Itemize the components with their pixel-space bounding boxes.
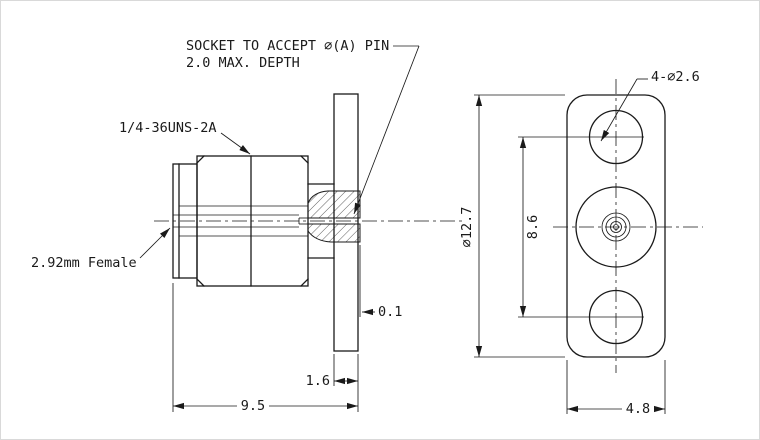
thread-spec-leader bbox=[220, 132, 251, 155]
dim-flange-thickness: 1.6 bbox=[306, 354, 358, 389]
dim-hole-spacing: 8.6 bbox=[518, 136, 644, 318]
mounting-holes-text: 4-∅2.6 bbox=[651, 69, 700, 85]
interface-rings bbox=[575, 186, 657, 268]
front-view bbox=[553, 79, 703, 373]
mounting-holes-leader bbox=[600, 78, 638, 142]
dim-overall-length-text: 9.5 bbox=[241, 398, 265, 414]
dim-flange-height: ∅12.7 bbox=[459, 94, 565, 358]
thread-spec-text: 1/4-36UNS-2A bbox=[119, 120, 217, 136]
socket-note-line1: SOCKET TO ACCEPT ∅(A) PIN bbox=[186, 38, 389, 54]
socket-note-line2: 2.0 MAX. DEPTH bbox=[186, 55, 300, 71]
dim-boss-offset-text: 0.1 bbox=[378, 304, 402, 320]
dielectric-section bbox=[307, 190, 361, 243]
dim-flange-width: 4.8 bbox=[566, 360, 666, 417]
dim-flange-width-text: 4.8 bbox=[626, 401, 650, 417]
body-neck bbox=[307, 183, 335, 259]
coupling-nut bbox=[196, 155, 309, 287]
side-view bbox=[154, 93, 464, 352]
connector-type-leader bbox=[139, 227, 171, 259]
dim-flange-thickness-text: 1.6 bbox=[306, 373, 330, 389]
bore-lines bbox=[173, 205, 311, 237]
callouts: SOCKET TO ACCEPT ∅(A) PIN 2.0 MAX. DEPTH… bbox=[31, 38, 700, 271]
socket-note-leader bbox=[353, 45, 420, 215]
dim-flange-height-text: ∅12.7 bbox=[459, 207, 475, 248]
flange-side bbox=[333, 93, 359, 352]
connector-type-text: 2.92mm Female bbox=[31, 255, 137, 271]
dim-hole-spacing-text: 8.6 bbox=[525, 215, 541, 239]
flange-front bbox=[566, 94, 666, 358]
dim-overall-length: 9.5 bbox=[172, 283, 359, 414]
dim-boss-offset: 0.1 bbox=[359, 245, 402, 320]
